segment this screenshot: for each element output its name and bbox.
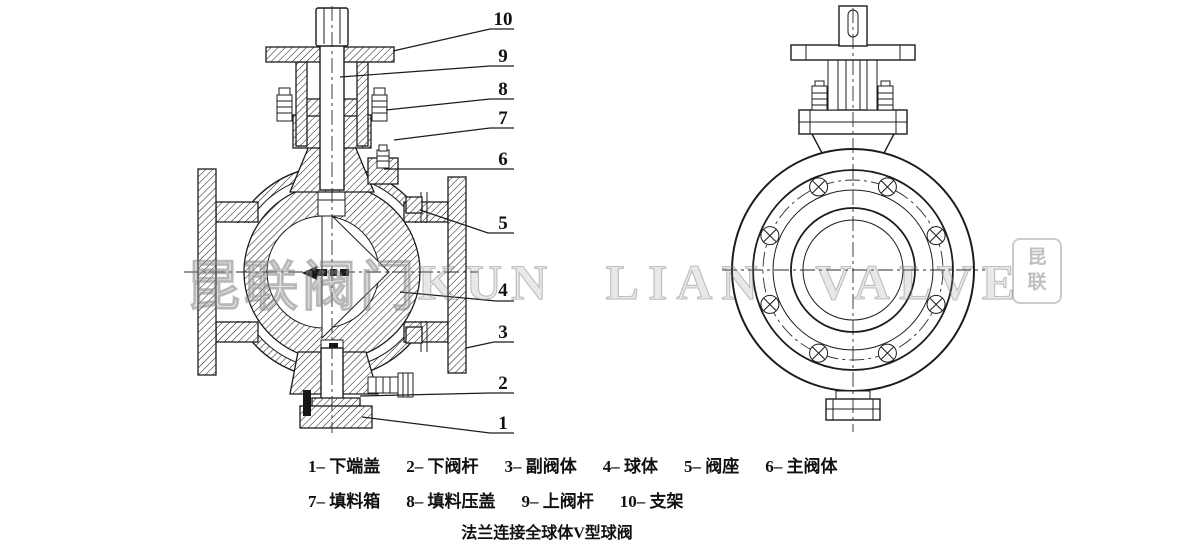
legend-item-6: 6– 主阀体 (765, 457, 838, 476)
legend-item-10: 10– 支架 (619, 492, 684, 511)
legend-item-3: 3– 副阀体 (504, 457, 577, 476)
callout-label-4: 4 (498, 280, 508, 301)
valve-seat-upper (405, 196, 423, 214)
callout-label-9: 9 (498, 46, 508, 67)
flange-screws (760, 177, 946, 363)
flow-direction-arrow (302, 266, 349, 280)
callout-label-8: 8 (498, 79, 508, 100)
bracket-bolt-left-front (811, 80, 828, 111)
callout-numbers: 10 9 8 7 6 5 4 3 2 1 (494, 9, 513, 434)
parts-legend-row-2: 7– 填料箱 8– 填料压盖 9– 上阀杆 10– 支架 (308, 487, 684, 512)
legend-item-5: 5– 阀座 (684, 457, 740, 476)
valve-seat-lower (405, 326, 423, 344)
legend-item-2: 2– 下阀杆 (406, 457, 479, 476)
callout-label-3: 3 (498, 322, 508, 343)
bottom-assembly (289, 347, 414, 429)
legend-item-7: 7– 填料箱 (308, 492, 381, 511)
callout-label-10: 10 (494, 9, 513, 30)
bracket-bolt-right-front (877, 80, 894, 111)
callout-label-5: 5 (498, 213, 508, 234)
right-view-top-works (790, 5, 916, 154)
figure-title: 法兰连接全球体V型球阀 (461, 525, 633, 542)
body-bolt-top (367, 144, 399, 185)
gland-bolt-right (371, 87, 388, 122)
left-pipe-neck (215, 201, 259, 223)
legend-item-8: 8– 填料压盖 (406, 492, 496, 511)
legend-item-4: 4– 球体 (602, 457, 658, 476)
callout-label-6: 6 (498, 149, 508, 170)
callout-leaders (339, 28, 514, 434)
bottom-cover (299, 405, 373, 429)
callout-label-2: 2 (498, 373, 508, 394)
legend-item-9: 9– 上阀杆 (521, 492, 594, 511)
center-lines (184, 6, 985, 433)
gland-bolt-left (276, 87, 293, 122)
callout-label-1: 1 (498, 413, 508, 434)
callout-label-7: 7 (498, 108, 508, 129)
legend-item-1: 1– 下端盖 (308, 457, 381, 476)
right-flange-sub-body (447, 176, 467, 374)
bottom-cover-bolt (367, 372, 414, 398)
parts-legend-row-1: 1– 下端盖 2– 下阀杆 3– 副阀体 4– 球体 5– 阀座 6– 主阀体 (308, 452, 838, 477)
